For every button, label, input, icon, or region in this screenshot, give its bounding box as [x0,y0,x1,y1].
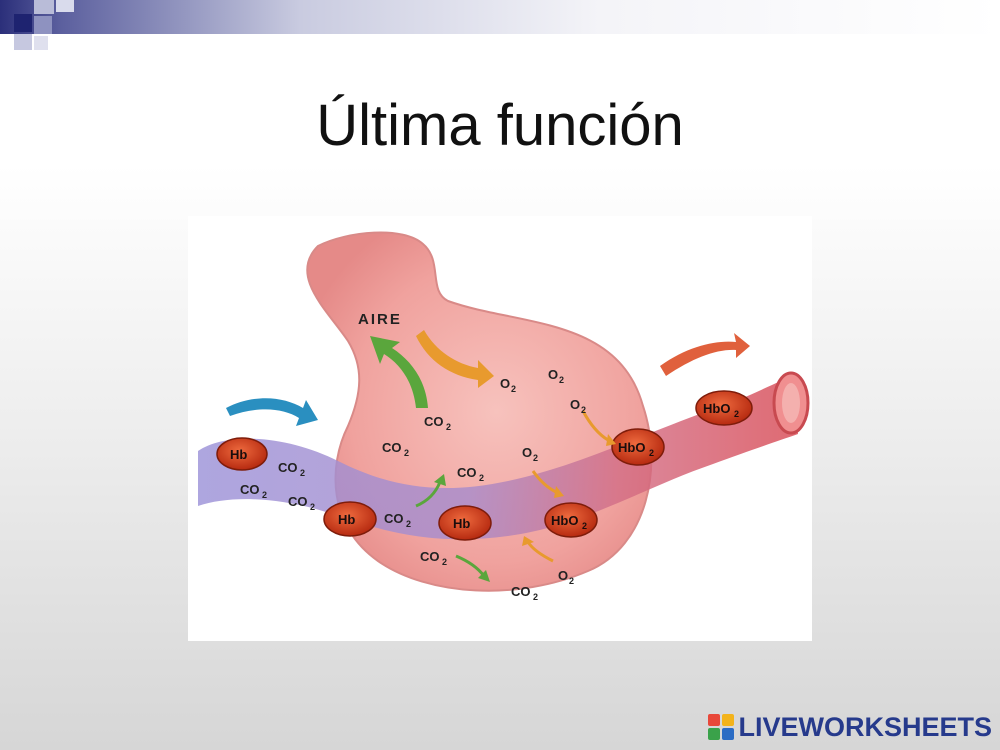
corner-square-2 [34,0,54,14]
svg-text:HbO: HbO [703,401,730,416]
corner-square-4 [34,16,52,34]
liveworksheets-watermark[interactable]: LIVEWORKSHEETS [708,712,992,742]
blue-inflow-arrow [226,398,318,426]
svg-text:2: 2 [581,405,586,415]
svg-text:CO: CO [278,460,298,475]
svg-text:O: O [522,445,532,460]
svg-text:Hb: Hb [230,447,247,462]
watermark-text: LIVEWORKSHEETS [738,711,992,742]
svg-text:2: 2 [442,557,447,567]
capillary-vessel [198,376,798,540]
svg-text:O: O [500,376,510,391]
small-orange-arrow-3 [526,541,554,563]
small-green-arrow-1 [415,481,442,508]
liveworksheets-logo-icon [708,714,735,740]
alveolus-gas-exchange-figure: Hb Hb Hb HbO 2 HbO 2 HbO 2 A [188,216,812,641]
green-co2-out-arrow [370,336,428,408]
vessel-opening-inner [782,383,800,423]
svg-text:2: 2 [559,375,564,385]
svg-text:2: 2 [310,502,315,512]
svg-text:2: 2 [533,453,538,463]
svg-text:CO: CO [511,584,531,599]
red-cell-hb-3: Hb [438,505,492,541]
svg-text:HbO: HbO [618,440,645,455]
svg-text:CO: CO [382,440,402,455]
svg-text:CO: CO [384,511,404,526]
svg-text:2: 2 [533,592,538,602]
svg-text:2: 2 [569,576,574,586]
corner-square-3 [56,0,74,12]
svg-text:O: O [558,568,568,583]
small-orange-arrow-2 [531,470,557,494]
svg-text:CO: CO [420,549,440,564]
svg-text:2: 2 [404,448,409,458]
svg-text:2: 2 [582,521,587,531]
red-cell-hb-1: Hb [216,437,268,471]
aire-label: AIRE [358,311,402,328]
svg-text:Hb: Hb [453,516,470,531]
svg-text:HbO: HbO [551,513,578,528]
svg-text:O: O [570,397,580,412]
small-orange-arrow-2-head [554,486,564,498]
orange-o2-in-arrow [416,330,494,388]
small-green-arrow-2-head [478,570,490,582]
red-cell-hbo2-2: HbO 2 [611,428,665,466]
corner-square-1 [14,14,32,32]
svg-text:CO: CO [288,494,308,509]
corner-square-6 [34,36,48,50]
svg-text:2: 2 [734,409,739,419]
small-green-arrow-1-head [434,474,446,486]
gas-exchange-diagram: Hb Hb Hb HbO 2 HbO 2 HbO 2 A [198,231,810,602]
svg-text:2: 2 [511,384,516,394]
red-cell-hbo2-3: HbO 2 [695,390,753,426]
svg-text:2: 2 [446,422,451,432]
svg-text:2: 2 [300,468,305,478]
red-cell-hbo2-1: HbO 2 [544,502,598,538]
red-cell-hb-2: Hb [323,501,377,537]
corner-square-5 [14,34,32,50]
small-orange-arrow-1-head [606,434,616,446]
svg-text:CO: CO [457,465,477,480]
slide-title: Última función [316,93,684,158]
small-orange-arrow-3-head [522,536,534,546]
small-arrows [415,410,616,582]
svg-text:2: 2 [262,490,267,500]
svg-text:2: 2 [649,448,654,458]
svg-text:CO: CO [240,482,260,497]
svg-text:O: O [548,367,558,382]
header-gradient-bar [0,0,1000,34]
svg-text:CO: CO [424,414,444,429]
red-outflow-arrow [660,333,750,376]
svg-text:Hb: Hb [338,512,355,527]
svg-text:2: 2 [479,473,484,483]
svg-text:2: 2 [406,519,411,529]
small-orange-arrow-1 [581,410,609,442]
